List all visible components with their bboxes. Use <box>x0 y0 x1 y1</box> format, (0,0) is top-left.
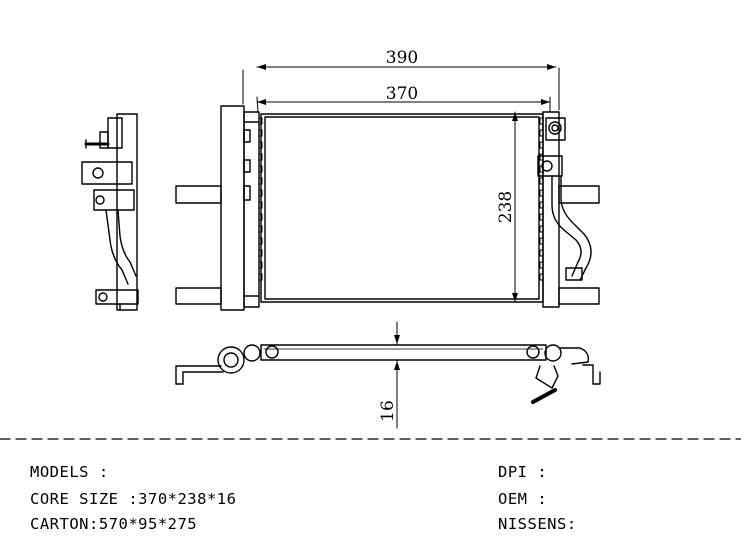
dimension-core-height: 238 <box>496 191 516 223</box>
carton-label: CARTON:570*95*275 <box>30 515 198 533</box>
oem-label: OEM : <box>498 490 548 508</box>
dpi-label: DPI : <box>498 463 548 481</box>
front-view <box>175 105 600 311</box>
core-size-label: CORE SIZE :370*238*16 <box>30 490 237 508</box>
dimension-lines <box>242 64 560 429</box>
top-view <box>175 344 601 404</box>
dimension-overall-width: 390 <box>386 48 418 68</box>
models-label: MODELS : <box>30 463 109 481</box>
dimension-core-thickness: 16 <box>378 400 398 422</box>
dimension-core-width: 370 <box>386 84 418 104</box>
nissens-label: NISSENS: <box>498 515 577 533</box>
side-view <box>81 113 139 311</box>
